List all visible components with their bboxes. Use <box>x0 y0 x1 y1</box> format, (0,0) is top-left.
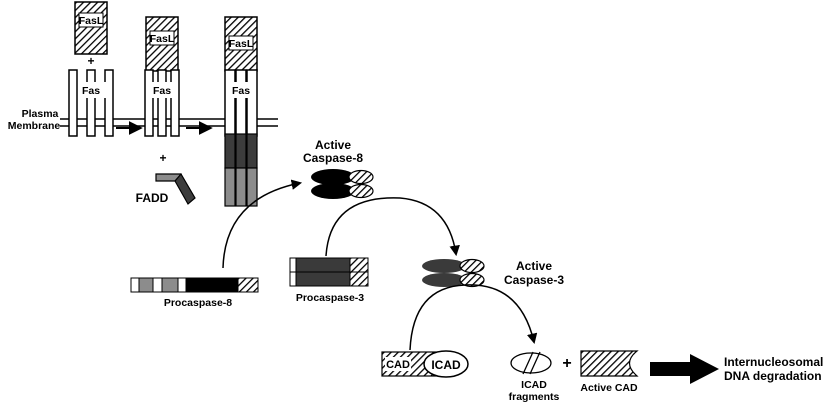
icad-fragments-label-line2: fragments <box>509 391 560 403</box>
active-caspase-3-dimer <box>422 258 485 288</box>
dna-degradation-label-line1: Internucleosomal <box>724 355 823 369</box>
dna-degradation-label-line2: DNA degradation <box>724 369 822 383</box>
plasma-membrane-label-line2: Membrane <box>8 120 61 132</box>
cad-label-complex: CAD <box>386 359 410 371</box>
fadd-adaptor <box>155 172 196 205</box>
active-cad-label: Active CAD <box>580 382 638 394</box>
icad-fragments-shape <box>510 351 552 375</box>
fasl-ligand-stage1 <box>74 1 108 55</box>
fasl-ligand-stage2 <box>145 16 179 72</box>
active-cad-shape <box>580 350 639 377</box>
active-caspase-3-label-line1: Active <box>516 259 552 273</box>
arrow-to-dna-degradation <box>650 354 719 384</box>
active-caspase-8-label-line1: Active <box>315 138 351 152</box>
plus-sign-fasl-fas: + <box>87 54 94 68</box>
fas-label-stage2: Fas <box>153 85 171 97</box>
fas-label-stage3: Fas <box>232 85 250 97</box>
arrow-procaspase8-to-active-caspase8 <box>222 179 303 269</box>
active-caspase-8-dimer <box>311 169 374 199</box>
fadd-label: FADD <box>136 191 169 205</box>
plus-sign-fadd: + <box>159 151 166 165</box>
fasl-label-stage3: FasL <box>229 38 254 50</box>
icad-fragments-label-line1: ICAD <box>521 379 547 391</box>
active-caspase-8-label-line2: Caspase-8 <box>303 151 363 165</box>
fas-receptor-stage1 <box>68 69 114 137</box>
fas-receptor-stage3 <box>224 69 258 137</box>
death-domain-stack <box>224 133 258 207</box>
procaspase-3-label: Procaspase-3 <box>296 292 364 304</box>
procaspase-3-bar <box>289 257 369 287</box>
plasma-membrane-label-line1: Plasma <box>22 108 59 120</box>
fasl-label-stage2: FasL <box>150 33 175 45</box>
fasl-label-stage1: FasL <box>79 15 104 27</box>
procaspase-8-label: Procaspase-8 <box>164 297 232 309</box>
arrow-cad-icad-to-fragments <box>409 284 538 351</box>
cad-icad-complex <box>381 350 469 378</box>
procaspase-8-bar <box>130 277 259 293</box>
plus-sign-fragments-cad: + <box>562 355 571 372</box>
fas-receptor-stage2 <box>144 69 180 137</box>
icad-label-complex: ICAD <box>431 358 461 372</box>
arrow-procaspase3-to-active-caspase3 <box>325 197 460 257</box>
fas-label-stage1: Fas <box>82 85 100 97</box>
active-caspase-3-label-line2: Caspase-3 <box>504 273 564 287</box>
